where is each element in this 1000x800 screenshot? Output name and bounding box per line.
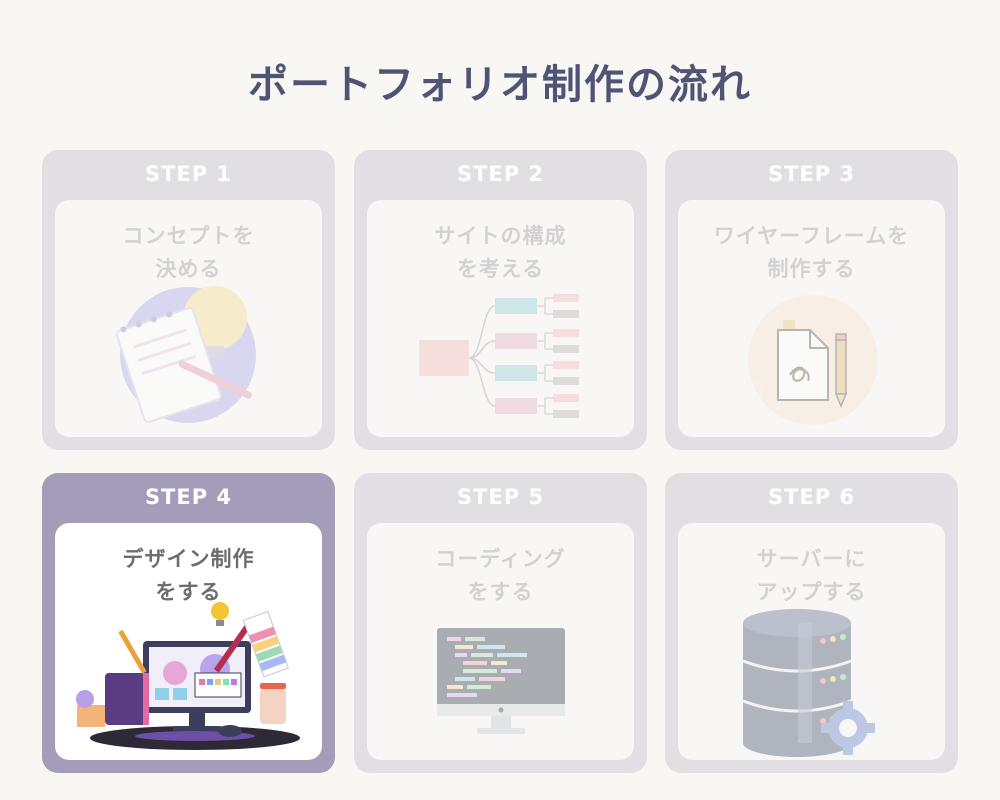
server-icon	[742, 609, 875, 757]
step-label: STEP 6	[767, 485, 856, 509]
step-panel: コーディングをする	[367, 523, 634, 760]
step-text: コンセプトを決める	[122, 224, 255, 281]
design-monitor-icon	[76, 602, 300, 750]
step-panel: コンセプトを決める	[55, 200, 322, 437]
step-text: デザイン制作をする	[122, 547, 255, 604]
step-panel: サイトの構成を考える	[367, 200, 634, 437]
step-panel: サーバーにアップする	[678, 523, 945, 760]
step-card-6[interactable]: STEP 6	[665, 473, 958, 773]
step-card-4[interactable]: STEP 4	[42, 473, 335, 773]
step-panel: デザイン制作をする	[55, 523, 322, 760]
step-card-2[interactable]: STEP 2	[354, 150, 647, 450]
step-text: コーディングをする	[435, 547, 566, 604]
step-card-5[interactable]: STEP 5	[354, 473, 647, 773]
step-text: サーバーにアップする	[756, 547, 867, 604]
step-label: STEP 2	[456, 162, 545, 186]
step-card-3[interactable]: STEP 3 ワイヤーフレームを制作する	[665, 150, 958, 450]
step-label: STEP 5	[456, 485, 545, 509]
step-label: STEP 1	[144, 162, 233, 186]
code-monitor-icon	[437, 628, 565, 734]
step-panel: ワイヤーフレームを制作する	[678, 200, 945, 437]
page-title: ポートフォリオ制作の流れ	[248, 62, 752, 108]
step-card-1[interactable]: STEP 1 コンセプトを決める	[42, 150, 335, 450]
step-label: STEP 3	[767, 162, 856, 186]
step-label: STEP 4	[144, 485, 233, 509]
document-pencil-icon	[748, 295, 878, 425]
step-text: ワイヤーフレームを制作する	[713, 224, 910, 281]
lightbulb-notebook-icon	[115, 286, 256, 424]
site-map-icon	[419, 294, 579, 418]
step-text: サイトの構成を考える	[434, 224, 567, 281]
